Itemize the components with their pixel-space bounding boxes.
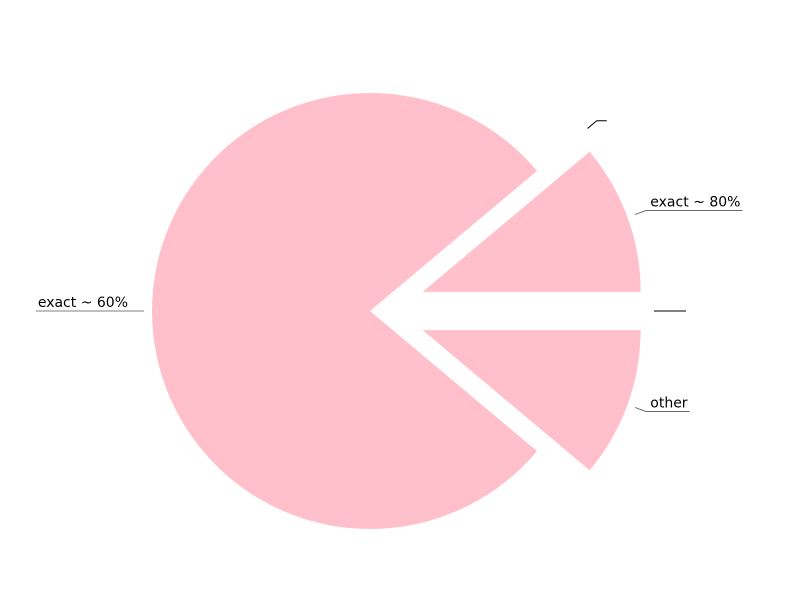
leader-line: [634, 407, 690, 412]
pie-slice: [152, 92, 537, 530]
pie-slice: [422, 151, 641, 292]
leader-line: [587, 120, 607, 129]
slice-label: other: [650, 396, 688, 412]
leader-line: [634, 210, 743, 215]
slice-label: exact ~ 80%: [650, 194, 740, 210]
slice-label: exact ~ 60%: [38, 295, 128, 311]
label-leader-lines: [35, 120, 743, 412]
pie-slices: [152, 92, 641, 530]
pie-slice: [422, 330, 641, 471]
slice-labels: exact ~ 60% other exact ~ 80%: [38, 194, 741, 411]
